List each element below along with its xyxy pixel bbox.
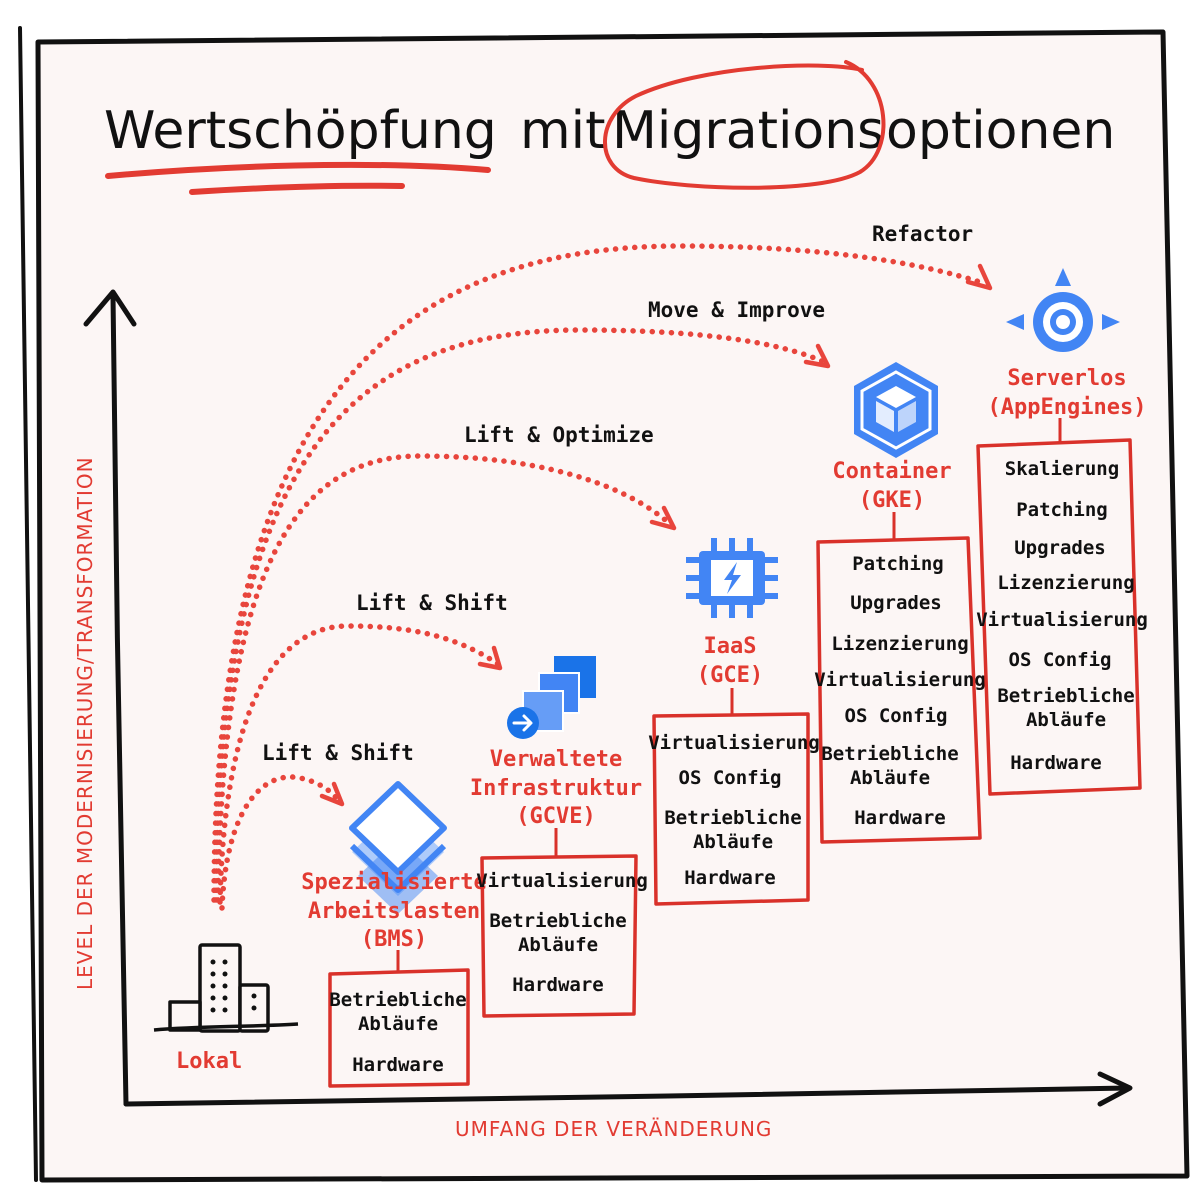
arc-lift-shift-gcve (217, 623, 501, 905)
arc-label-lift-shift-2: Lift & Shift (356, 591, 508, 615)
vmware-engine-icon (507, 656, 596, 739)
title-underline-2 (189, 182, 405, 195)
stage-box-item: Upgrades (1014, 537, 1106, 559)
stage-box-item: Betriebliche (489, 910, 626, 932)
stage-box-item: Abläufe (693, 831, 773, 853)
stage-box (480, 854, 638, 1018)
stage-box (652, 712, 810, 906)
x-axis-label: UMFANG DER VERÄNDERUNG (455, 1117, 772, 1141)
stage-box-item: OS Config (845, 705, 948, 727)
diagram-title: Wertschöpfung mit Migrations optionen (104, 60, 1115, 195)
compute-chip-icon (686, 538, 778, 618)
stage-gcve: Verwaltete Infrastruktur (GCVE) Virtuali… (470, 656, 648, 1018)
stage-label: (BMS) (361, 927, 427, 952)
stage-box-item: Betriebliche (997, 685, 1134, 707)
stage-box-item: Hardware (1010, 752, 1102, 774)
title-circle (603, 60, 886, 190)
stage-gke: Container (GKE) Patching Upgrades Lizenz… (814, 362, 986, 844)
stage-label: (AppEngines) (988, 395, 1147, 420)
title-word-migrations: Migrations (612, 101, 884, 161)
stage-box-item: Abläufe (518, 934, 598, 956)
stage-box-item: Virtualisierung (648, 732, 820, 754)
stage-label: Container (832, 459, 951, 484)
migration-arcs: Lift & Shift Lift & Shift Lift & Optimiz… (211, 222, 993, 911)
stage-box-item: Patching (852, 553, 944, 575)
stage-label: Arbeitslasten (308, 899, 480, 924)
title-word-optionen: optionen (886, 101, 1115, 161)
app-engine-icon (1006, 268, 1120, 352)
arc-move-improve-gke (213, 327, 827, 903)
stage-box-item: Upgrades (850, 592, 942, 614)
stage-box-item: Lizenzierung (831, 633, 968, 655)
title-word-mit: mit (520, 101, 606, 161)
stage-box-item: Betriebliche (664, 807, 801, 829)
stage-box-item: Virtualisierung (814, 669, 986, 691)
stage-label: Spezialisierte (301, 870, 486, 895)
stage-label: Infrastruktur (470, 776, 642, 801)
arc-lift-optimize-gce-arrowhead (649, 505, 677, 531)
title-underline-1 (105, 161, 491, 179)
arc-lift-shift-bms-arrowhead (319, 781, 345, 807)
stage-box-item: Abläufe (1026, 709, 1106, 731)
stage-box-item: OS Config (679, 767, 782, 789)
stacked-layers-icon (349, 781, 447, 914)
arc-refactor-serverless-arrowhead (965, 263, 993, 291)
stage-box-item: OS Config (1009, 649, 1112, 671)
y-axis-line (110, 293, 129, 1107)
y-axis-label: LEVEL DER MODERNISIERUNG/TRANSFORMATION (73, 456, 97, 990)
stage-box-item: Abläufe (358, 1013, 438, 1035)
stage-box (328, 968, 470, 1088)
arc-label-refactor: Refactor (872, 222, 973, 246)
arc-move-improve-gke-arrowhead (803, 343, 831, 369)
stage-bms: Spezialisierte Arbeitslasten (BMS) Betri… (301, 781, 487, 1088)
stage-gce: IaaS (GCE) Virtualisierung OS Config Bet… (648, 538, 820, 906)
stage-box (816, 536, 982, 844)
stage-label: (GCE) (697, 663, 763, 688)
stage-label: (GCVE) (516, 804, 595, 829)
stage-box-item: Lizenzierung (997, 572, 1134, 594)
stage-box-item: Betriebliche (329, 989, 466, 1011)
origin-lokal: Lokal (153, 943, 299, 1074)
stage-box-item: Virtualisierung (976, 609, 1148, 631)
arc-label-lift-optimize: Lift & Optimize (464, 423, 654, 447)
paper-left-stroke (18, 26, 38, 1182)
stage-box-item: Skalierung (1005, 458, 1119, 480)
stage-box-item: Patching (1016, 499, 1108, 521)
kubernetes-cube-icon (854, 362, 938, 458)
y-axis-arrowhead (83, 289, 137, 327)
arc-lift-optimize-gce (215, 453, 673, 903)
x-axis-line (123, 1085, 1131, 1107)
title-word-wertschoepfung: Wertschöpfung (104, 101, 497, 161)
paper-frame (35, 29, 1190, 1183)
stage-label: Serverlos (1007, 366, 1126, 391)
arc-lift-shift-gcve-arrowhead (477, 645, 503, 671)
stage-box-item: Abläufe (850, 767, 930, 789)
stage-box-item: Betriebliche (821, 743, 958, 765)
arc-label-lift-shift-1: Lift & Shift (262, 741, 414, 765)
stage-box-item: Hardware (684, 867, 776, 889)
arc-label-move-improve: Move & Improve (648, 298, 825, 322)
stage-box-item: Virtualisierung (476, 870, 648, 892)
stage-box-item: Hardware (352, 1054, 444, 1076)
stage-label: Verwaltete (490, 747, 622, 772)
arc-lift-shift-bms (219, 774, 341, 911)
origin-label: Lokal (176, 1049, 242, 1074)
stage-label: (GKE) (859, 488, 925, 513)
stage-box-item: Hardware (854, 807, 946, 829)
x-axis-arrowhead (1097, 1071, 1133, 1107)
stage-serverless: Serverlos (AppEngines) Skalierung Patchi… (976, 268, 1148, 796)
stage-box (976, 438, 1142, 796)
buildings-icon (153, 943, 299, 1033)
stage-label: IaaS (704, 634, 757, 659)
arc-refactor-serverless (211, 243, 989, 903)
stage-box-item: Hardware (512, 974, 604, 996)
axes: LEVEL DER MODERNISIERUNG/TRANSFORMATION … (73, 289, 1133, 1141)
building-windows (210, 959, 257, 1013)
